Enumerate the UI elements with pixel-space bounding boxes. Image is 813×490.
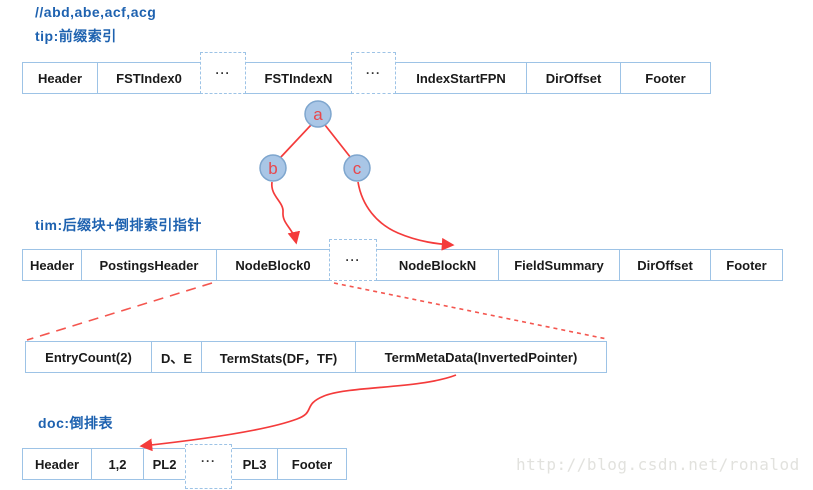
doc-cell-pl2: PL2 bbox=[143, 448, 186, 480]
expand-line-left bbox=[26, 282, 213, 341]
tim-cell-nodeblock0: NodeBlock0 bbox=[216, 249, 330, 281]
doc-cell-pl3: PL3 bbox=[231, 448, 278, 480]
tim-file-row: Header PostingsHeader NodeBlock0 ··· Nod… bbox=[22, 239, 783, 281]
tim-cell-postingsheader: PostingsHeader bbox=[81, 249, 217, 281]
tim-cell-ellipsis: ··· bbox=[329, 239, 377, 281]
tim-file-label: tim:后缀块+倒排索引指针 bbox=[35, 217, 202, 233]
edge-a-b bbox=[279, 124, 312, 159]
tip-cell-ellipsis-1: ··· bbox=[200, 52, 246, 94]
tip-cell-header: Header bbox=[22, 62, 98, 94]
expansion-lines bbox=[26, 282, 608, 341]
tip-cell-diroffset: DirOffset bbox=[526, 62, 621, 94]
tim-cell-footer: Footer bbox=[710, 249, 783, 281]
tim-cell-fieldsummary: FieldSummary bbox=[498, 249, 620, 281]
tip-file-label: tip:前缀索引 bbox=[35, 28, 117, 44]
doc-cell-header: Header bbox=[22, 448, 92, 480]
tree-node-c-circle bbox=[343, 154, 371, 182]
tip-cell-indexstartfpn: IndexStartFPN bbox=[395, 62, 527, 94]
block-cell-termstats: TermStats(DF，TF) bbox=[201, 341, 356, 373]
tip-cell-footer: Footer bbox=[620, 62, 711, 94]
edge-a-c bbox=[324, 124, 352, 159]
doc-cell-postinglist12: 1,2 bbox=[91, 448, 144, 480]
tree-edges bbox=[279, 124, 352, 159]
tree-node-b-circle bbox=[259, 154, 287, 182]
doc-cell-footer: Footer bbox=[277, 448, 347, 480]
tim-cell-diroffset: DirOffset bbox=[619, 249, 711, 281]
tree-node-a-circle bbox=[304, 100, 332, 128]
block-cell-termmetadata: TermMetaData(InvertedPointer) bbox=[355, 341, 607, 373]
tree-nodes: a b c bbox=[259, 100, 371, 182]
expand-line-right bbox=[333, 282, 608, 340]
tree-node-c-label: c bbox=[353, 159, 362, 178]
doc-file-label: doc:倒排表 bbox=[38, 415, 114, 431]
tip-file-row: Header FSTIndex0 ··· FSTIndexN ··· Index… bbox=[22, 52, 711, 94]
doc-file-row: Header 1,2 PL2 ··· PL3 Footer bbox=[22, 443, 347, 489]
tip-cell-fstindexn: FSTIndexN bbox=[245, 62, 352, 94]
arrow-termmetadata-to-doc bbox=[139, 374, 457, 452]
block-cell-suffixes: D、E bbox=[151, 341, 202, 373]
arrow-b-to-nodeblock0 bbox=[271, 181, 301, 245]
csdn-watermark: http://blog.csdn.net/ronalod bbox=[516, 455, 800, 474]
terms-comment-label: //abd,abe,acf,acg bbox=[35, 4, 157, 20]
node-block-detail-row: EntryCount(2) D、E TermStats(DF，TF) TermM… bbox=[25, 341, 607, 373]
tip-cell-fstindex0: FSTIndex0 bbox=[97, 62, 201, 94]
block-cell-entrycount: EntryCount(2) bbox=[25, 341, 152, 373]
tim-cell-header: Header bbox=[22, 249, 82, 281]
doc-cell-ellipsis: ··· bbox=[185, 443, 232, 489]
tim-cell-nodeblockn: NodeBlockN bbox=[376, 249, 499, 281]
tree-node-b-label: b bbox=[268, 159, 277, 178]
tree-node-a-label: a bbox=[313, 105, 323, 124]
arrow-c-to-nodeblockn bbox=[357, 181, 455, 251]
tip-cell-ellipsis-2: ··· bbox=[351, 52, 396, 94]
